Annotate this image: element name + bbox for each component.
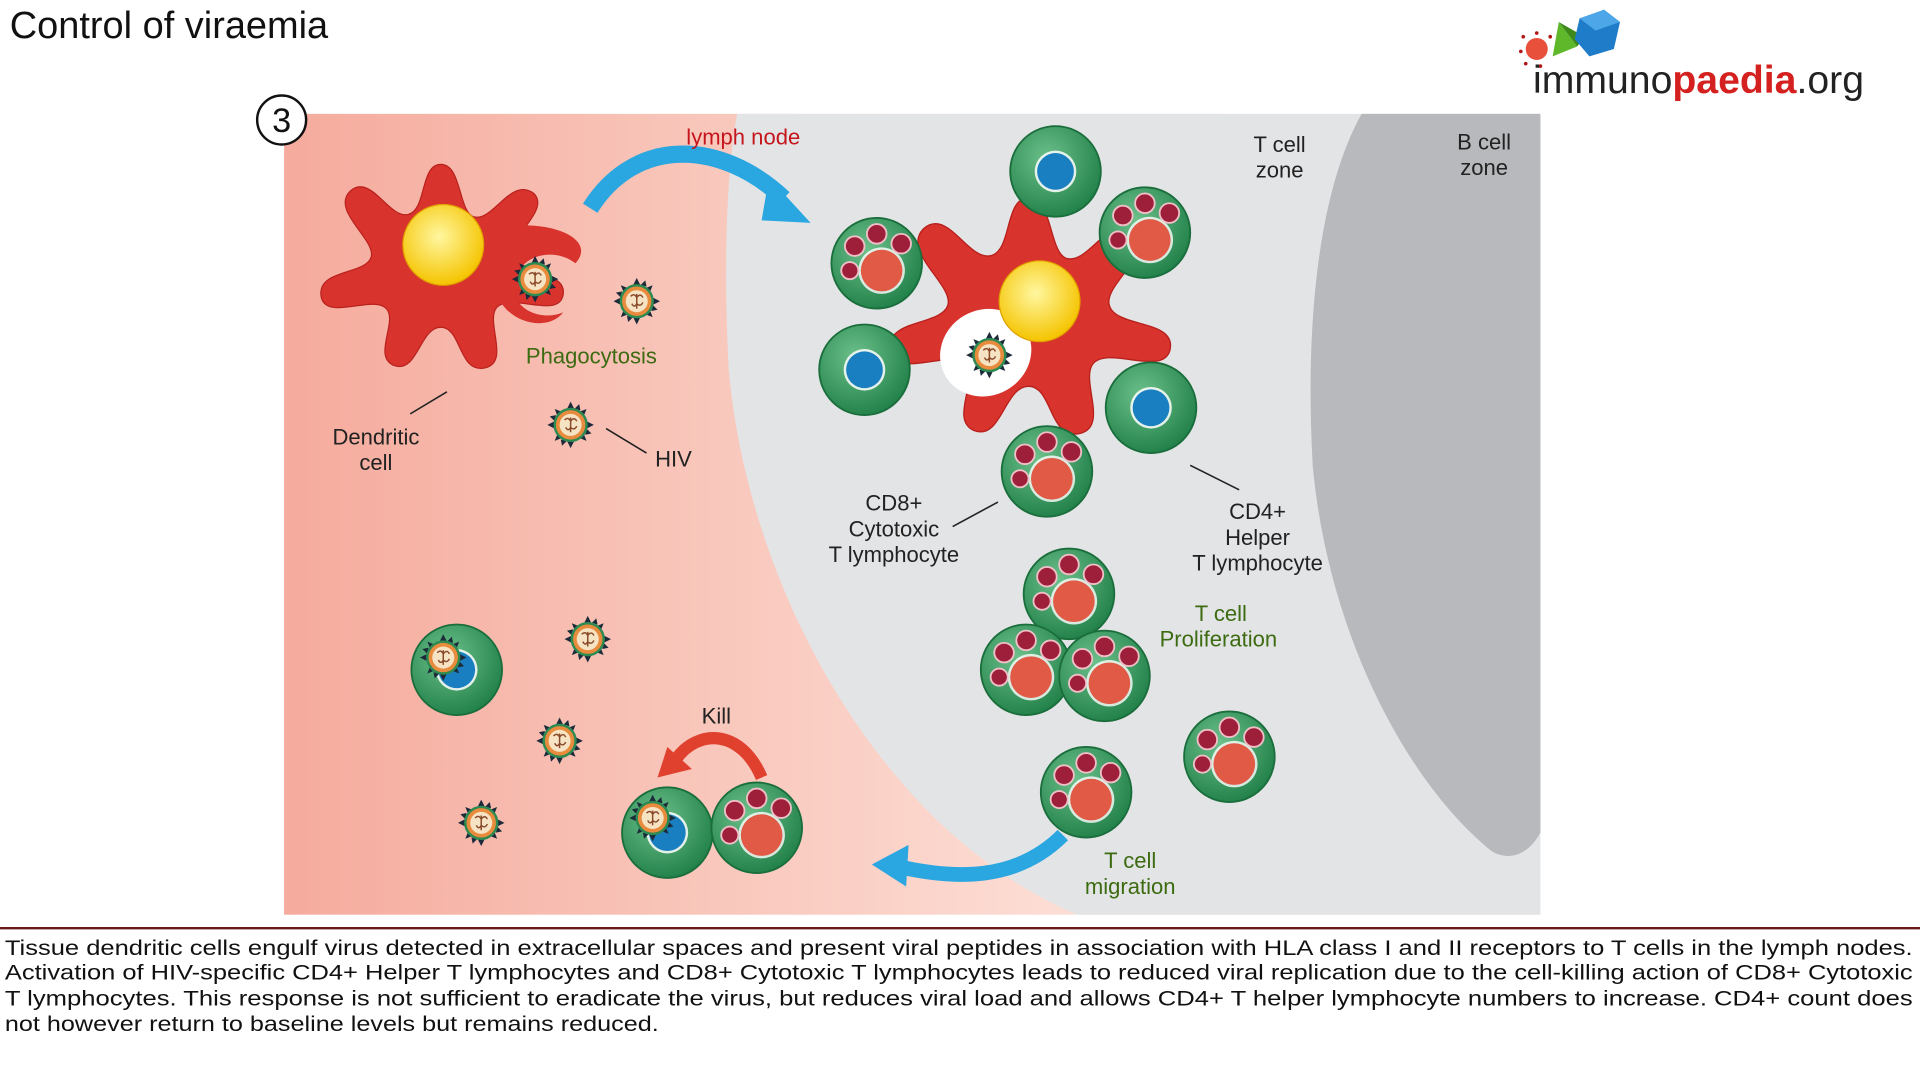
label-t-cell-zone-1: T cell [1253,132,1305,157]
caption-line: Tissue dendritic cells engulf virus dete… [5,935,1913,960]
label-b-cell-zone-1: B cell [1457,129,1511,154]
pointer-lines [409,391,1240,528]
caption: Tissue dendritic cells engulf virus dete… [5,935,1913,1036]
label-hiv: HIV [655,447,692,472]
label-cd4-1: CD4+ [1229,499,1286,524]
label-cd8-2: Cytotoxic [849,516,940,541]
label-proliferation-1: T cell [1195,601,1247,626]
label-t-cell-zone-2: zone [1256,158,1304,183]
label-migration-1: T cell [1104,848,1156,873]
immunopaedia-logo: immunopaedia.org [1518,9,1864,102]
arrow-to-lymph-node [582,145,811,223]
svg-text:3: 3 [272,102,291,140]
label-cd4-3: T lymphocyte [1192,551,1323,576]
label-dendritic-cell-2: cell [359,450,392,475]
label-cd8-1: CD8+ [865,491,922,516]
caption-line: Activation of HIV-specific CD4+ Helper T… [5,960,1913,985]
label-dendritic-cell-1: Dendritic [332,424,419,449]
svg-text:immunopaedia.org: immunopaedia.org [1533,59,1864,102]
label-b-cell-zone-2: zone [1460,155,1508,180]
label-proliferation-2: Proliferation [1160,627,1278,652]
label-migration-2: migration [1085,874,1176,899]
arrow-kill [657,732,768,781]
step-badge: 3 [255,94,308,146]
page-title: Control of viraemia [10,5,329,47]
label-phagocytosis: Phagocytosis [526,344,657,369]
label-cd8-3: T lymphocyte [829,542,960,567]
caption-line: not however return to baseline levels bu… [5,1011,659,1036]
arrow-migration [871,829,1069,887]
label-kill: Kill [702,704,731,729]
label-lymph-node: lymph node [686,124,800,149]
caption-line: T lymphocytes. This response is not suff… [5,985,1913,1010]
dendritic-cell-tissue [320,163,582,370]
b-cell-zone [1310,113,1541,856]
label-cd4-2: Helper [1225,525,1290,550]
